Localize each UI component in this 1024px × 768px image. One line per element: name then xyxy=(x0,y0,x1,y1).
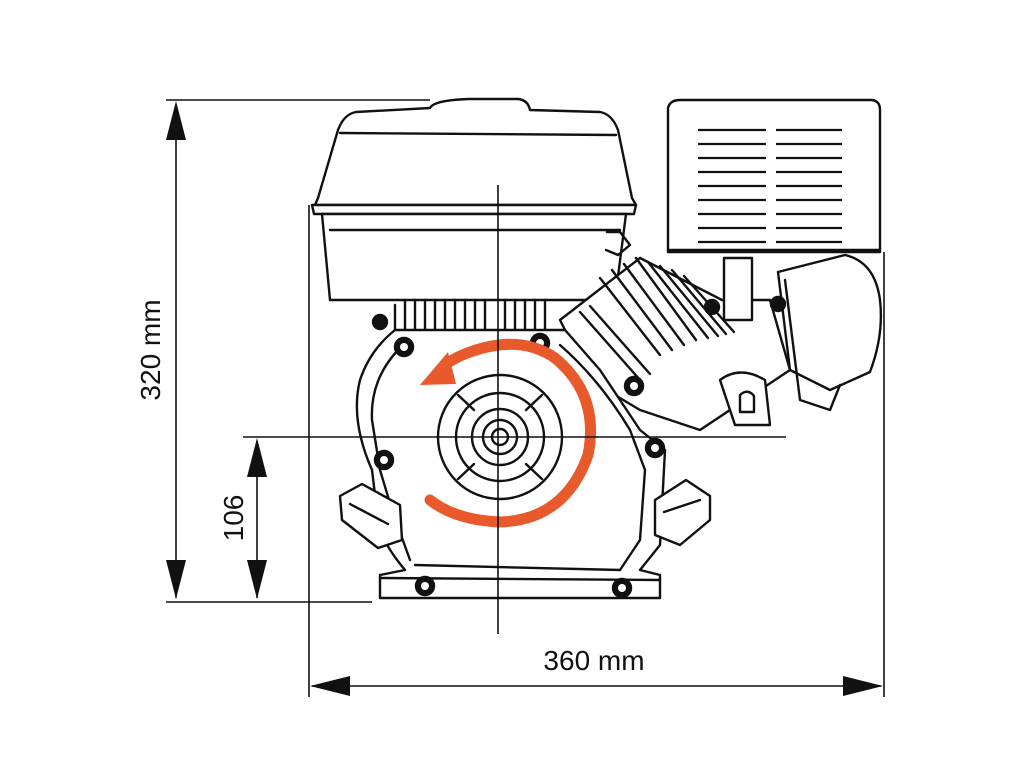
rotation-direction-arrow xyxy=(420,338,596,528)
right-bracket xyxy=(653,478,712,547)
width-arrow-right xyxy=(843,676,883,696)
width-dimension-label: 360 mm xyxy=(543,645,644,676)
width-arrow-left xyxy=(310,676,350,696)
muffler xyxy=(722,253,883,412)
fuel-tank xyxy=(310,97,638,302)
shaft-height-arrow-top xyxy=(247,438,267,477)
cooling-fins xyxy=(393,298,547,334)
height-arrow-top xyxy=(166,101,186,140)
left-bracket xyxy=(338,482,404,550)
shaft-height-dimension-label: 106 xyxy=(218,495,249,542)
bolts xyxy=(371,295,787,599)
dimension-lines xyxy=(166,99,885,697)
vent-grille xyxy=(698,128,842,244)
height-arrow-bottom xyxy=(166,560,186,599)
air-filter xyxy=(666,98,882,254)
shaft-height-arrow-bottom xyxy=(247,560,267,599)
engine-body xyxy=(310,97,883,600)
height-dimension-label: 320 mm xyxy=(135,299,166,400)
